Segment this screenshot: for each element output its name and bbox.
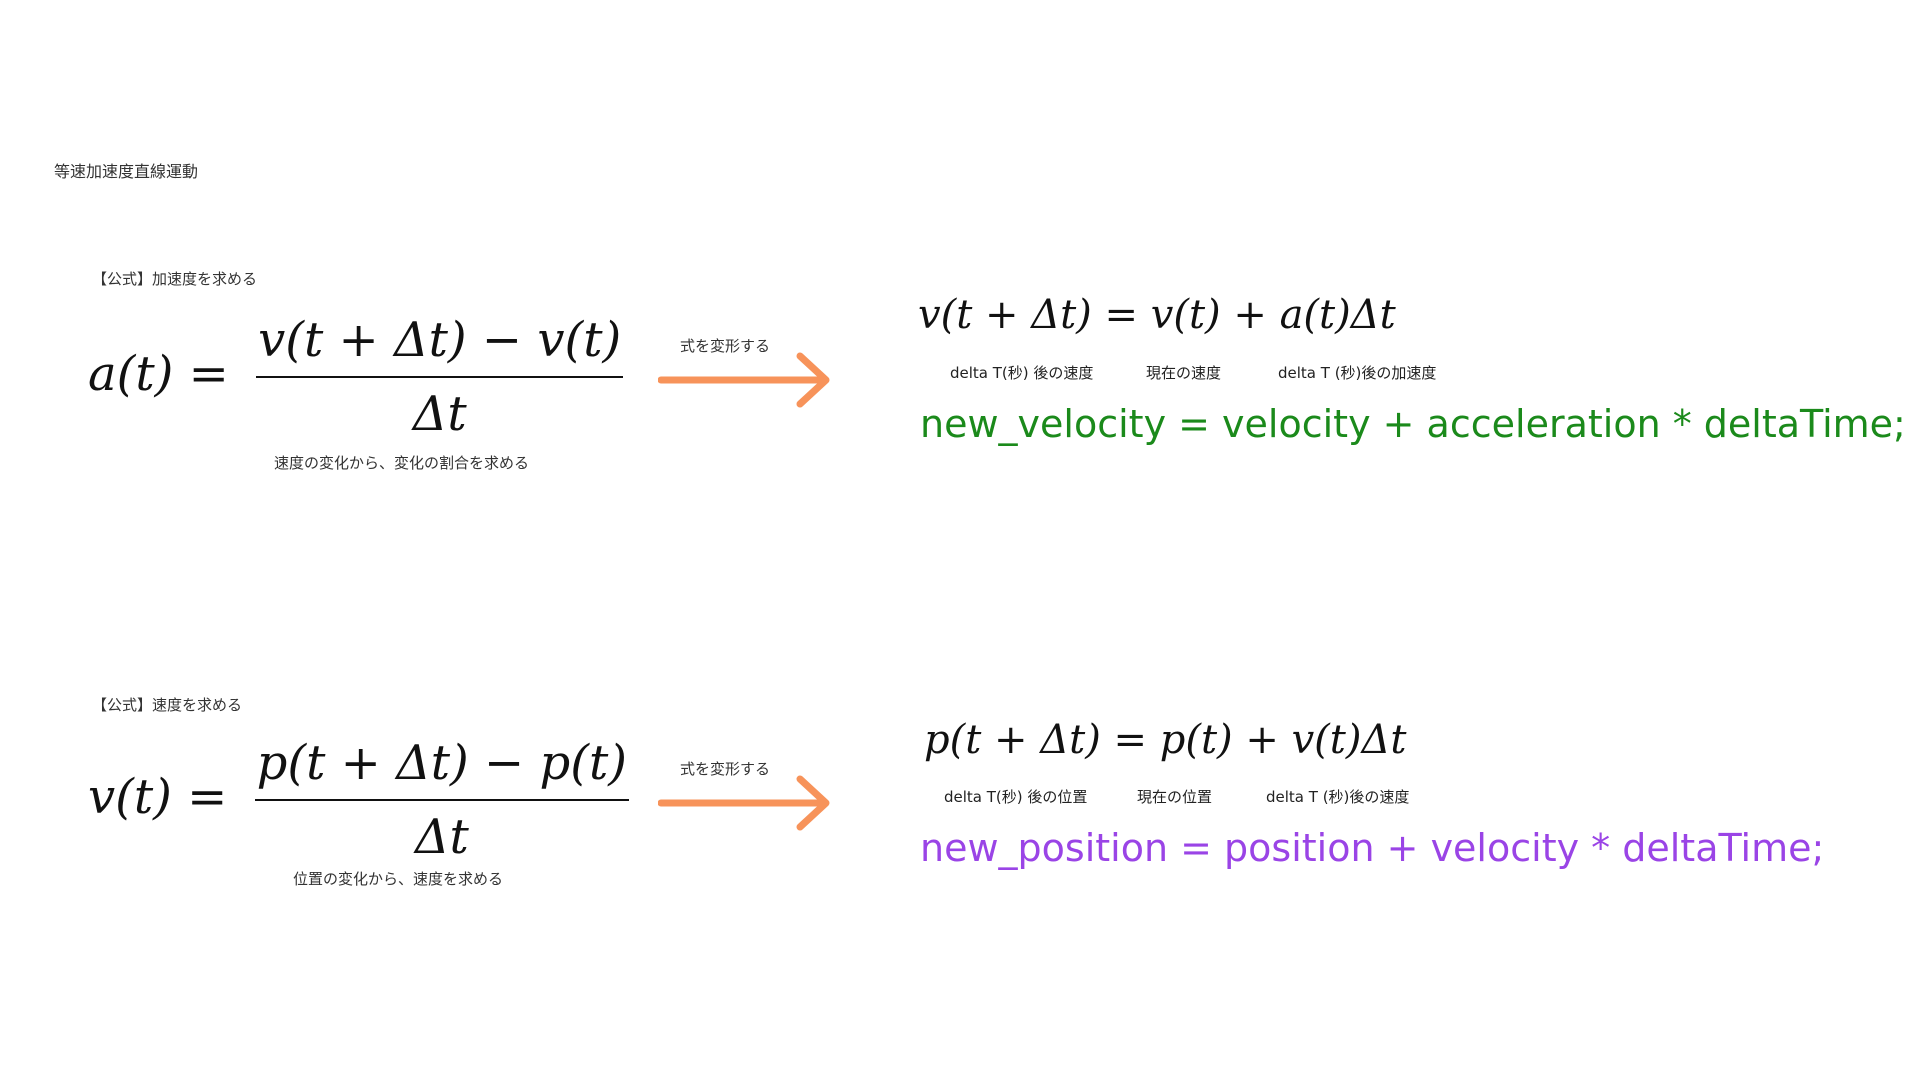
right-arrow-icon — [658, 773, 834, 833]
sublabel-current-velocity: 現在の速度 — [1146, 364, 1222, 382]
sublabel-current-position: 現在の位置 — [1137, 788, 1213, 806]
sublabel-velocity: delta T (秒)後の速度 — [1266, 788, 1410, 806]
arrow-label-transform-1: 式を変形する — [680, 337, 771, 355]
sublabel-future-velocity: delta T(秒) 後の速度 — [950, 364, 1094, 382]
formula-fraction: p(t + Δt) − p(t) Δt — [254, 735, 629, 865]
formula-acceleration: a(t) = v(t + Δt) − v(t) Δt — [88, 312, 624, 442]
formula-denominator: Δt — [254, 799, 629, 865]
formula-numerator: v(t + Δt) − v(t) — [258, 312, 622, 368]
right-arrow-icon — [658, 350, 834, 410]
code-velocity-update: new_velocity = velocity + acceleration *… — [920, 402, 1906, 446]
formula-lhs: v(t) = — [88, 769, 228, 825]
code-position-update: new_position = position + velocity * del… — [920, 826, 1825, 870]
formula-caption-acceleration: 速度の変化から、変化の割合を求める — [274, 454, 530, 472]
arrow-label-transform-2: 式を変形する — [680, 760, 771, 778]
page-title: 等速加速度直線運動 — [54, 162, 199, 181]
transformed-formula-position: p(t + Δt) = p(t) + v(t)Δt — [924, 717, 1407, 763]
sublabel-acceleration: delta T (秒)後の加速度 — [1278, 364, 1437, 382]
formula-velocity: v(t) = p(t + Δt) − p(t) Δt — [88, 735, 629, 865]
section-title-velocity: 【公式】速度を求める — [92, 696, 243, 714]
formula-denominator: Δt — [256, 376, 624, 442]
formula-lhs: a(t) = — [88, 346, 229, 402]
formula-caption-velocity: 位置の変化から、速度を求める — [293, 870, 504, 888]
formula-numerator: p(t + Δt) − p(t) — [256, 735, 627, 791]
section-title-acceleration: 【公式】加速度を求める — [92, 270, 258, 288]
formula-fraction: v(t + Δt) − v(t) Δt — [256, 312, 624, 442]
transformed-formula-velocity: v(t + Δt) = v(t) + a(t)Δt — [918, 292, 1396, 338]
sublabel-future-position: delta T(秒) 後の位置 — [944, 788, 1088, 806]
